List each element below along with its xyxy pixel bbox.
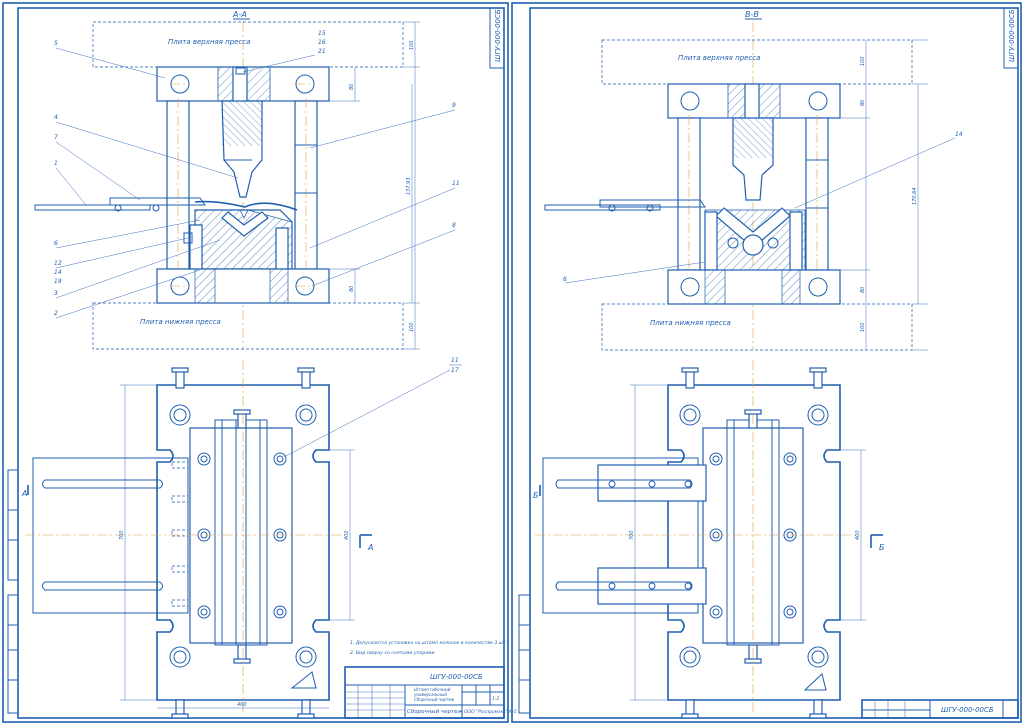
callout-9: 9 bbox=[452, 102, 456, 109]
plan-callout-11: 11 bbox=[451, 357, 459, 364]
left-dim-80-bottom: 80 bbox=[349, 286, 355, 292]
callout-16: 16 bbox=[318, 39, 326, 46]
left-side-strip bbox=[7, 469, 19, 714]
left-cut-label-a1: А bbox=[21, 489, 27, 498]
left-dim-100-top: 100 bbox=[409, 40, 415, 50]
right-dim-100-bottom: 100 bbox=[860, 322, 866, 332]
left-dim-80-top: 80 bbox=[349, 84, 355, 90]
callout-12: 12 bbox=[54, 260, 62, 267]
right-side-strip bbox=[518, 594, 531, 714]
callout-1: 1 bbox=[54, 160, 58, 167]
title-block-name-3: Сборочный чертеж bbox=[414, 697, 455, 702]
left-upper-plate-label: Плита верхняя пресса bbox=[168, 38, 250, 46]
right-doc-code-vertical: ШГУ-000-00СБ bbox=[1008, 9, 1016, 62]
right-dim-80-top: 80 bbox=[860, 100, 866, 106]
plan-callout-17: 17 bbox=[451, 367, 459, 374]
left-dim-100-bottom: 100 bbox=[409, 322, 415, 332]
note-2: 2. Вид сверху со снятыми упорами bbox=[350, 650, 435, 656]
left-doc-code-vertical: ШГУ-000-00СБ bbox=[494, 9, 502, 62]
left-dim-700: 700 bbox=[119, 530, 125, 540]
left-section-title: А-А bbox=[232, 10, 247, 19]
title-block-scale: 1:2 bbox=[492, 696, 499, 702]
right-plan-view: 700 400 Б Б bbox=[533, 360, 885, 719]
right-title-code: ШГУ-000-00СБ bbox=[941, 706, 994, 714]
title-block-name-2: универсальный bbox=[413, 692, 447, 697]
right-callout-6: 6 bbox=[563, 276, 567, 283]
callout-15: 15 bbox=[318, 30, 326, 37]
note-1: 1. Допускается установка на штамп колоно… bbox=[350, 640, 507, 646]
callout-7: 7 bbox=[54, 134, 58, 141]
left-title-block: ШГУ-000-00СБ Штамп гибочный универсальны… bbox=[344, 666, 517, 719]
left-plan-view: 700 400 400 А А 11 17 bbox=[21, 357, 462, 719]
callout-14: 14 bbox=[54, 269, 62, 276]
callout-5: 5 bbox=[54, 40, 58, 47]
callout-11: 11 bbox=[452, 180, 460, 187]
right-section-title: В-В bbox=[745, 10, 759, 19]
title-block-org: ООО "Роспромэкс" №5 bbox=[464, 709, 517, 715]
right-dim-400-v: 400 bbox=[855, 530, 861, 540]
left-dim-400-v: 400 bbox=[344, 530, 350, 540]
callout-2: 2 bbox=[54, 310, 58, 317]
right-dimensions: 100 80 170,64 80 100 bbox=[840, 39, 928, 351]
left-callouts: 5 15 16 21 4 9 7 1 11 6 12 14 19 8 3 bbox=[54, 30, 460, 319]
title-block-code: ШГУ-000-00СБ bbox=[430, 673, 483, 681]
right-callout-14: 14 bbox=[955, 131, 963, 138]
callout-4: 4 bbox=[54, 114, 58, 121]
callout-21: 21 bbox=[318, 48, 326, 55]
callout-3: 3 bbox=[54, 290, 58, 297]
right-dim-100-top: 100 bbox=[860, 56, 866, 66]
left-dim-height: 137,93 bbox=[406, 178, 412, 196]
right-cut-label-b2: Б bbox=[879, 543, 885, 552]
title-block-name-1: Штамп гибочный bbox=[414, 687, 451, 692]
left-cut-label-a2: А bbox=[367, 543, 373, 552]
right-dim-700: 700 bbox=[629, 530, 635, 540]
right-dim-height: 170,64 bbox=[912, 188, 918, 206]
callout-6: 6 bbox=[54, 240, 58, 247]
right-dim-80-bottom: 80 bbox=[860, 287, 866, 293]
right-lower-plate-label: Плита нижняя пресса bbox=[650, 319, 731, 327]
callout-19: 19 bbox=[54, 278, 62, 285]
right-upper-plate-label: Плита верхняя пресса bbox=[678, 54, 760, 62]
left-sheet: ШГУ-000-00СБ А-А Плита верхняя пресса bbox=[2, 2, 517, 723]
title-block-sheet-kind: Сборочный чертеж bbox=[407, 709, 463, 715]
callout-8: 8 bbox=[452, 222, 456, 229]
left-dimensions: 100 80 137,93 80 100 bbox=[329, 21, 420, 350]
left-lower-plate-label: Плита нижняя пресса bbox=[140, 318, 221, 326]
left-dim-400-h: 400 bbox=[237, 702, 247, 708]
right-cut-label-b1: Б bbox=[533, 491, 539, 500]
right-sheet: ШГУ-000-00СБ В-В Плита верхняя пресса bbox=[511, 2, 1022, 723]
right-title-strip: ШГУ-000-00СБ bbox=[861, 699, 1019, 719]
